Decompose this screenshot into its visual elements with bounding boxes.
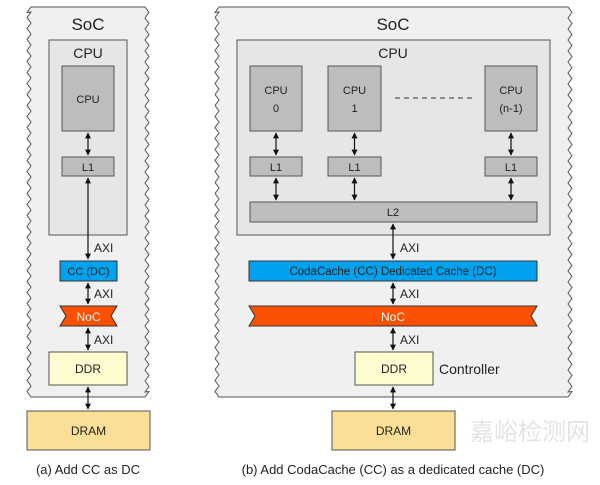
l1-label-n-1: L1: [505, 162, 517, 174]
ddr-label-a: DDR: [75, 362, 101, 376]
cpu-core-0: [249, 65, 303, 132]
l1-cache-0: [249, 156, 303, 177]
l2-cache: [249, 201, 538, 223]
controller-label: Controller: [439, 361, 500, 377]
noc-label-a: NoC: [76, 310, 100, 324]
caption-b: (b) Add CodaCache (CC) as a dedicated ca…: [242, 462, 545, 477]
ddr-label-b: DDR: [381, 362, 407, 376]
panel-a: SoC CPU CPU L1 AXI CC (DC) AXI NoC AXI D…: [25, 6, 151, 477]
cpu-core-label-a: CPU: [76, 94, 99, 106]
cpu-core-1: [327, 65, 382, 132]
cpu-core-n-1: [484, 65, 538, 132]
cpu-core-0-line1: CPU: [264, 85, 287, 97]
axi-label-a-3: AXI: [94, 333, 113, 347]
axi-label-a-1: AXI: [94, 241, 113, 255]
dram-label-a: DRAM: [71, 424, 106, 438]
cpu-core-1-line2: 1: [351, 103, 357, 115]
watermark: 嘉峪检测网: [470, 418, 590, 446]
cpu-core-0-line2: 0: [273, 103, 279, 115]
l1-label-a: L1: [82, 162, 94, 174]
cc-label-a: CC (DC): [67, 266, 109, 278]
soc-label-a: SoC: [71, 15, 104, 34]
noc-a: [59, 305, 118, 327]
l1-cache-n-1: [484, 156, 538, 177]
l1-cache-1: [327, 156, 382, 177]
dram-label-b: DRAM: [376, 424, 411, 438]
cpu-cluster-label-b: CPU: [378, 45, 408, 61]
cpu-cluster-label-a: CPU: [73, 45, 103, 61]
cpu-core-a: [61, 65, 115, 132]
l2-label: L2: [387, 207, 399, 219]
axi-label-b-3: AXI: [400, 333, 419, 347]
axi-label-b-1: AXI: [400, 241, 419, 255]
l1-label-1: L1: [348, 162, 360, 174]
cpu-core-n-1-line2: (n-1): [499, 103, 522, 115]
ddr-controller-a: [48, 351, 128, 386]
l1-cache-a: [61, 156, 115, 177]
cpu-core-1-line1: CPU: [343, 85, 366, 97]
dram-a: [26, 410, 151, 451]
soc-label-b: SoC: [376, 15, 409, 34]
dram-b: [331, 410, 456, 451]
l1-label-0: L1: [270, 162, 282, 174]
cc-dc-a: [59, 260, 118, 282]
caption-a: (a) Add CC as DC: [36, 462, 140, 477]
ddr-controller-b: [354, 351, 434, 386]
codacache-dc: [248, 260, 538, 282]
noc-label-b: NoC: [381, 310, 405, 324]
cpu-core-n-1-line1: CPU: [499, 85, 522, 97]
cc-label-b: CodaCache (CC) Dedicated Cache (DC): [289, 266, 496, 278]
axi-label-a-2: AXI: [94, 287, 113, 301]
noc-b: [248, 305, 538, 327]
axi-label-b-2: AXI: [400, 287, 419, 301]
panel-b: SoC CPU CPU 0 L1 CPU 1 L1 CPU (n-1) L1 L…: [213, 6, 574, 477]
